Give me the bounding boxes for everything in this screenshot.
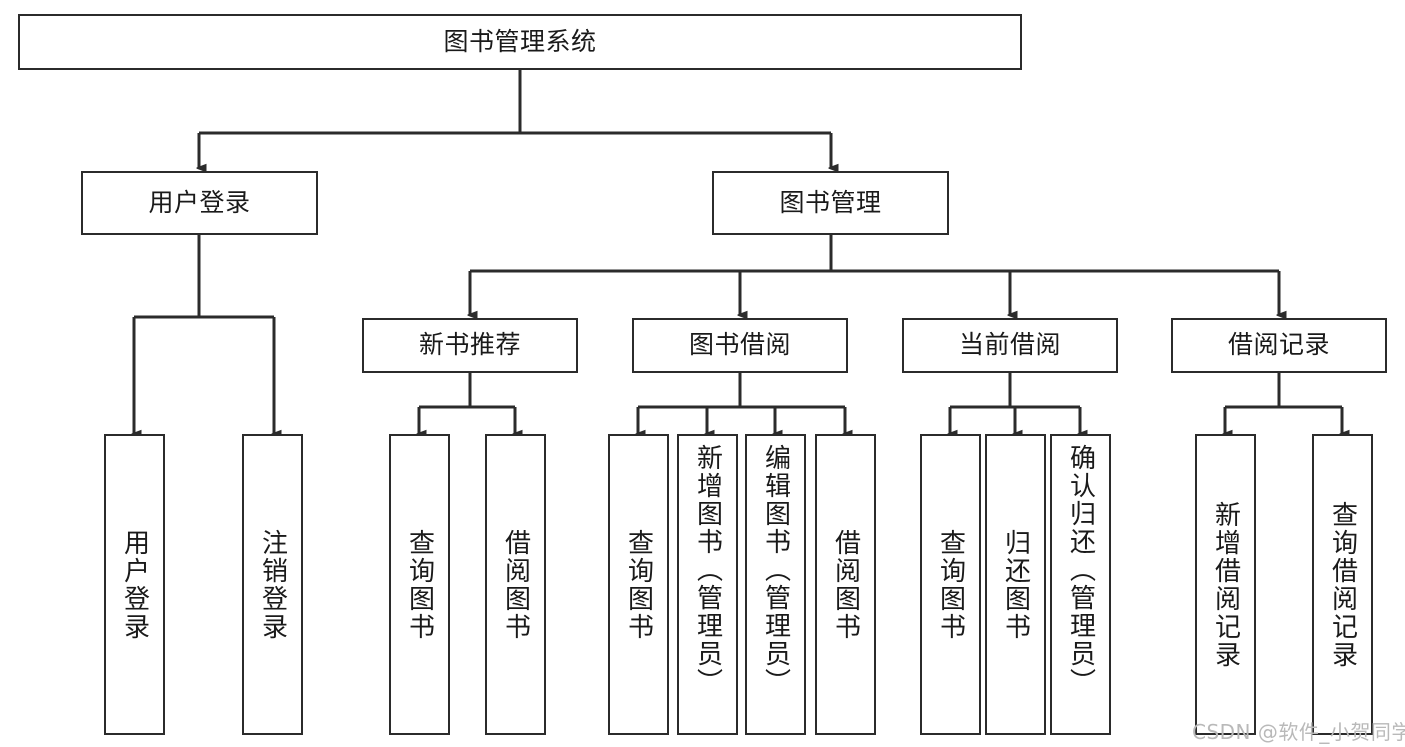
leaf-add-book-label: 新增图书（管理员） [692, 444, 723, 696]
leaf-query-book-1[interactable]: 查询图书 [389, 434, 450, 735]
leaf-edit-book-label: 编辑图书（管理员） [760, 444, 791, 696]
leaf-user-logout-label: 注销登录 [257, 528, 288, 641]
node-root[interactable]: 图书管理系统 [18, 14, 1022, 70]
leaf-confirm-return-label: 确认归还（管理员） [1065, 444, 1096, 696]
leaf-add-record[interactable]: 新增借阅记录 [1195, 434, 1256, 735]
node-book-borrow[interactable]: 图书借阅 [632, 318, 848, 373]
node-book-manage[interactable]: 图书管理 [712, 171, 949, 235]
leaf-borrow-book-1[interactable]: 借阅图书 [485, 434, 546, 735]
leaf-user-login-label: 用户登录 [119, 528, 150, 641]
node-borrow-record-label: 借阅记录 [1227, 330, 1330, 360]
node-borrow-record[interactable]: 借阅记录 [1171, 318, 1387, 373]
leaf-add-record-label: 新增借阅记录 [1210, 500, 1241, 669]
node-current-borrow-label: 当前借阅 [958, 330, 1061, 360]
leaf-query-book-1-label: 查询图书 [404, 528, 435, 641]
leaf-edit-book[interactable]: 编辑图书（管理员） [745, 434, 806, 735]
leaf-borrow-book-2-label: 借阅图书 [830, 528, 861, 641]
leaf-query-book-2[interactable]: 查询图书 [608, 434, 669, 735]
leaf-borrow-book-2[interactable]: 借阅图书 [815, 434, 876, 735]
node-new-book-recommend[interactable]: 新书推荐 [362, 318, 578, 373]
leaf-return-book[interactable]: 归还图书 [985, 434, 1046, 735]
node-book-manage-label: 图书管理 [779, 187, 882, 217]
leaf-return-book-label: 归还图书 [1000, 528, 1031, 641]
csdn-watermark: CSDN @软件_小贺同学 [1192, 720, 1405, 744]
node-new-book-recommend-label: 新书推荐 [418, 330, 521, 360]
leaf-query-book-3[interactable]: 查询图书 [920, 434, 981, 735]
leaf-query-book-2-label: 查询图书 [623, 528, 654, 641]
leaf-query-book-3-label: 查询图书 [935, 528, 966, 641]
leaf-add-book[interactable]: 新增图书（管理员） [677, 434, 738, 735]
node-user-login-label: 用户登录 [148, 187, 251, 217]
leaf-query-record[interactable]: 查询借阅记录 [1312, 434, 1373, 735]
leaf-user-login[interactable]: 用户登录 [104, 434, 165, 735]
node-current-borrow[interactable]: 当前借阅 [902, 318, 1118, 373]
node-root-label: 图书管理系统 [443, 26, 597, 56]
leaf-borrow-book-1-label: 借阅图书 [500, 528, 531, 641]
leaf-query-record-label: 查询借阅记录 [1327, 500, 1358, 669]
leaf-confirm-return[interactable]: 确认归还（管理员） [1050, 434, 1111, 735]
node-user-login[interactable]: 用户登录 [81, 171, 318, 235]
node-book-borrow-label: 图书借阅 [688, 330, 791, 360]
leaf-user-logout[interactable]: 注销登录 [242, 434, 303, 735]
